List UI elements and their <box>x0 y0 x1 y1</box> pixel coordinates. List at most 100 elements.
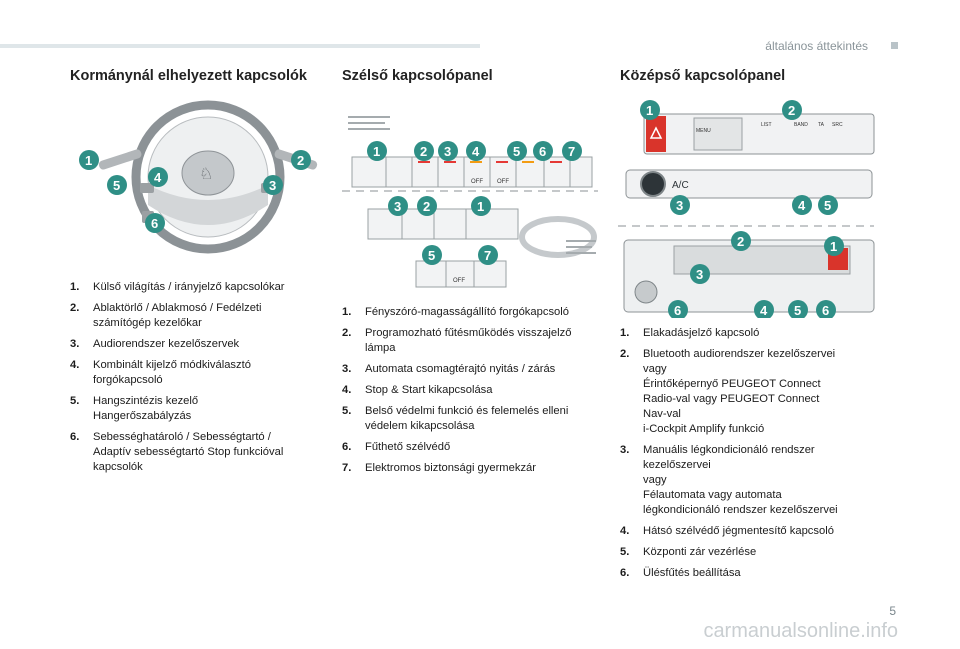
badge-3 <box>690 264 710 284</box>
list-item: 1.Külső világítás / irányjelző kapcsolók… <box>70 281 285 293</box>
badge-2 <box>731 231 751 251</box>
badge-2 <box>782 100 802 120</box>
svg-text:OFF: OFF <box>497 179 509 185</box>
header-marker <box>891 42 898 49</box>
badge-6 <box>533 141 553 161</box>
badge-4 <box>792 195 812 215</box>
svg-text:2: 2 <box>297 153 304 168</box>
svg-text:5: 5 <box>428 248 435 263</box>
badge-6 <box>668 300 688 318</box>
steering-wheel-figure: ♘ 1 2 3 4 5 6 <box>79 100 318 254</box>
svg-text:1: 1 <box>85 153 92 168</box>
svg-text:6: 6 <box>674 303 681 318</box>
center-panel-figure: MENU LIST BAND TA SRC A/C 1 2 3 4 5 2 1 … <box>618 100 875 318</box>
list-item: 2.Programozható fűtésműködés visszajelző… <box>342 327 572 354</box>
badge-5 <box>107 175 127 195</box>
badge-2 <box>414 141 434 161</box>
col3-title: Középső kapcsolópanel <box>620 68 786 84</box>
list-item: 6.Sebességhatároló / Sebességtartó / Ada… <box>70 431 284 473</box>
badge-3 <box>263 175 283 195</box>
svg-text:1: 1 <box>830 239 837 254</box>
badge-5 <box>818 195 838 215</box>
svg-text:3: 3 <box>444 144 451 159</box>
svg-text:7: 7 <box>568 144 575 159</box>
badge-6 <box>145 213 165 233</box>
badge-4 <box>148 167 168 187</box>
badge-1 <box>471 196 491 216</box>
col1-title: Kormánynál elhelyezett kapcsolók <box>70 68 307 84</box>
svg-text:1: 1 <box>477 199 484 214</box>
svg-text:2: 2 <box>420 144 427 159</box>
svg-text:2: 2 <box>737 234 744 249</box>
svg-text:5: 5 <box>513 144 520 159</box>
list-item: 2.Ablaktörlő / Ablakmosó / Fedélzeti szá… <box>70 302 262 329</box>
badge-1 <box>79 150 99 170</box>
svg-text:OFF: OFF <box>471 179 483 185</box>
list-item: 6.Ülésfűtés beállítása <box>620 567 741 579</box>
svg-text:SRC: SRC <box>832 122 843 128</box>
col2-list: 1.Fényszóró-magasságállító forgókapcsoló… <box>342 305 604 482</box>
svg-text:OFF: OFF <box>453 278 465 284</box>
list-item: 4.Hátsó szélvédő jégmentesítő kapcsoló <box>620 525 834 537</box>
svg-text:5: 5 <box>113 178 120 193</box>
svg-text:1: 1 <box>646 103 653 118</box>
list-item: 5.Központi zár vezérlése <box>620 546 757 558</box>
svg-text:MENU: MENU <box>696 128 711 134</box>
badge-5 <box>788 300 808 318</box>
col1-list: 1.Külső világítás / irányjelző kapcsolók… <box>70 280 320 481</box>
header-rule <box>0 44 480 48</box>
list-item: 7.Elektromos biztonsági gyermekzár <box>342 462 536 474</box>
svg-text:TA: TA <box>818 122 825 128</box>
list-item: 2.Bluetooth audiorendszer kezelőszervei … <box>620 348 836 435</box>
badge-2 <box>417 196 437 216</box>
badge-5 <box>422 245 442 265</box>
list-item: 5.Hangszintézis kezelő Hangerőszabályzás <box>70 395 199 422</box>
wheel-badges: 1 2 3 4 5 6 <box>79 150 311 233</box>
svg-text:3: 3 <box>676 198 683 213</box>
badge-2 <box>291 150 311 170</box>
svg-text:A/C: A/C <box>672 180 689 191</box>
badge-3 <box>438 141 458 161</box>
svg-text:3: 3 <box>394 199 401 214</box>
svg-text:5: 5 <box>794 303 801 318</box>
svg-text:6: 6 <box>539 144 546 159</box>
list-item: 5.Belső védelmi funkció és felemelés ell… <box>342 405 569 432</box>
svg-text:4: 4 <box>760 303 768 318</box>
section-header: általános áttekintés <box>765 39 868 53</box>
badge-4 <box>754 300 774 318</box>
list-item: 3.Automata csomagtérajtó nyitás / zárás <box>342 363 556 375</box>
badge-5 <box>507 141 527 161</box>
svg-text:2: 2 <box>423 199 430 214</box>
watermark: carmanualsonline.info <box>703 620 898 642</box>
svg-text:4: 4 <box>798 198 806 213</box>
svg-text:6: 6 <box>822 303 829 318</box>
svg-text:6: 6 <box>151 216 158 231</box>
svg-text:1: 1 <box>373 144 380 159</box>
badge-4 <box>466 141 486 161</box>
list-item: 1.Fényszóró-magasságállító forgókapcsoló <box>342 306 569 318</box>
center-panel-badges: 1 2 3 4 5 2 1 3 6 4 5 6 <box>640 100 844 318</box>
svg-text:7: 7 <box>484 248 491 263</box>
side-panel-badges: 1 2 3 4 5 6 7 3 2 1 5 7 <box>367 141 582 265</box>
svg-text:5: 5 <box>824 198 831 213</box>
list-item: 4.Kombinált kijelző módkiválasztó forgók… <box>70 359 251 386</box>
list-item: 6.Fűthető szélvédő <box>342 441 451 453</box>
list-item: 3.Manuális légkondicionáló rendszer keze… <box>620 444 838 516</box>
list-item: 4.Stop & Start kikapcsolása <box>342 384 493 396</box>
list-item: 1.Elakadásjelző kapcsoló <box>620 327 760 339</box>
col3-list: 1.Elakadásjelző kapcsoló 2.Bluetooth aud… <box>620 326 882 587</box>
svg-text:♘: ♘ <box>199 166 213 183</box>
badge-7 <box>478 245 498 265</box>
badge-1 <box>824 236 844 256</box>
svg-text:3: 3 <box>696 267 703 282</box>
svg-text:BAND: BAND <box>794 122 808 128</box>
page-number: 5 <box>889 604 896 618</box>
svg-text:2: 2 <box>788 103 795 118</box>
svg-text:LIST: LIST <box>761 122 772 128</box>
svg-text:3: 3 <box>269 178 276 193</box>
svg-text:4: 4 <box>472 144 480 159</box>
list-item: 3.Audiorendszer kezelőszervek <box>70 338 240 350</box>
badge-1 <box>640 100 660 120</box>
badge-6 <box>816 300 836 318</box>
svg-text:4: 4 <box>154 170 162 185</box>
